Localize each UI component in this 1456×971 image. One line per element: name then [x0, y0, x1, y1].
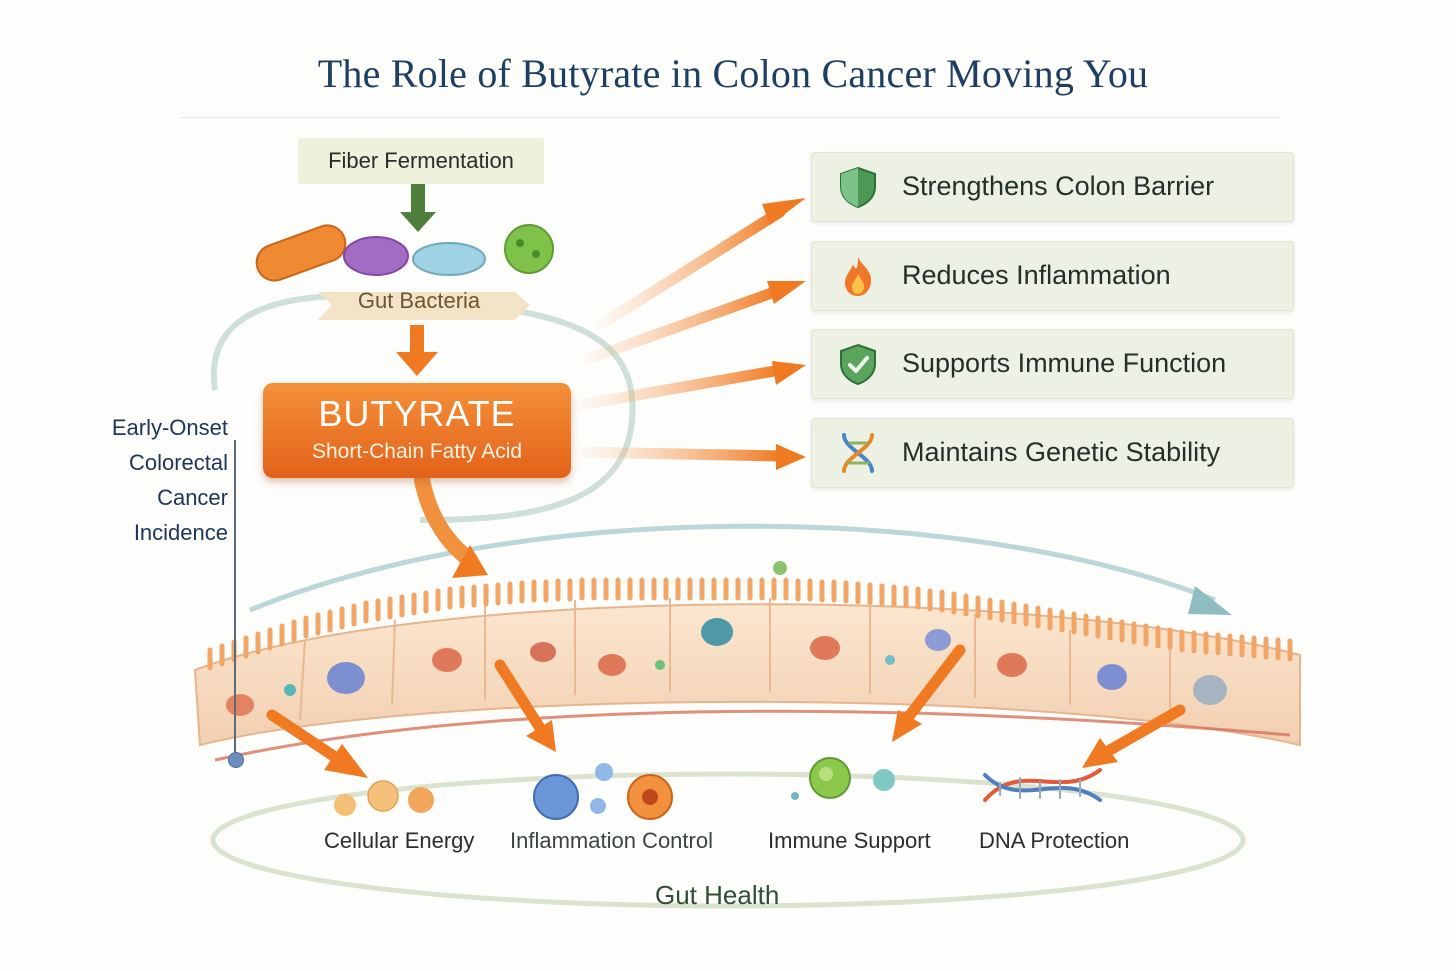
incidence-dot: [228, 752, 244, 768]
outcome-inflammation-control: Inflammation Control: [510, 828, 713, 853]
benefit-label: Maintains Genetic Stability: [902, 437, 1221, 467]
dna-icon: [842, 433, 874, 473]
fiber-fermentation-label: Fiber Fermentation: [298, 138, 544, 184]
benefit-box-colon-barrier: Strengthens Colon Barrier: [811, 152, 1294, 222]
side-label-line: Cancer: [157, 485, 228, 510]
butyrate-to-tissue-arrowhead: [452, 545, 488, 578]
colon-tissue: [193, 603, 1301, 747]
outcome-immune-support: Immune Support: [768, 828, 931, 853]
butyrate-box: BUTYRATE Short-Chain Fatty Acid: [263, 383, 571, 478]
villi: [207, 577, 1293, 671]
shield-icon: [840, 166, 876, 209]
gut-health-loop: [210, 771, 1246, 909]
dna-strand-icon: [983, 768, 1102, 802]
benefit-box-immune: Supports Immune Function: [811, 329, 1294, 399]
gut-health-label: Gut Health: [655, 880, 780, 910]
flame-icon: [845, 257, 872, 296]
benefit-box-genetic: Maintains Genetic Stability: [811, 418, 1294, 488]
benefit-arrowheads: [762, 198, 806, 470]
incidence-line: [234, 440, 236, 760]
outcome-arrowheads: [324, 710, 1118, 778]
bacteria-illustration: [255, 224, 554, 282]
benefit-label: Supports Immune Function: [902, 348, 1227, 378]
tissue-arc-arrow: [249, 523, 1216, 613]
side-label-line: Colorectal: [128, 450, 228, 475]
side-label-line: Early-Onset: [111, 415, 228, 440]
benefit-label: Strengthens Colon Barrier: [902, 171, 1215, 201]
outcome-arrows: [266, 644, 1186, 763]
tissue-arc-arrowhead: [1188, 586, 1232, 615]
energy-cells-icon: [334, 780, 434, 816]
cell-nuclei: [226, 561, 1227, 716]
shield-check-icon: [840, 343, 876, 386]
immune-cell-icon: [791, 757, 895, 800]
gut-bacteria-label: Gut Bacteria: [357, 288, 481, 313]
bacteria-to-butyrate-arrow: [396, 325, 438, 376]
incidence-side-label: Early-Onset Colorectal Cancer Incidence: [100, 410, 228, 550]
page-title: The Role of Butyrate in Colon Cancer Mov…: [317, 51, 1149, 96]
outcome-cellular-energy: Cellular Energy: [324, 828, 475, 853]
butyrate-subtitle: Short-Chain Fatty Acid: [311, 440, 523, 463]
benefit-box-inflammation: Reduces Inflammation: [811, 241, 1294, 311]
immune-cells-icon: [533, 763, 673, 820]
title-divider: [180, 117, 1280, 118]
side-label-line: Incidence: [133, 520, 228, 545]
butyrate-title: BUTYRATE: [318, 393, 516, 434]
bacteria-ribbon: [318, 292, 530, 320]
benefit-arrows: [574, 206, 786, 462]
outcome-dna-protection: DNA Protection: [979, 828, 1130, 853]
benefit-label: Reduces Inflammation: [902, 260, 1171, 290]
cell-walls: [299, 598, 1171, 721]
bacteria-loop: [210, 292, 636, 523]
butyrate-to-tissue-arrow: [414, 472, 478, 568]
fiber-down-arrow: [400, 184, 436, 232]
